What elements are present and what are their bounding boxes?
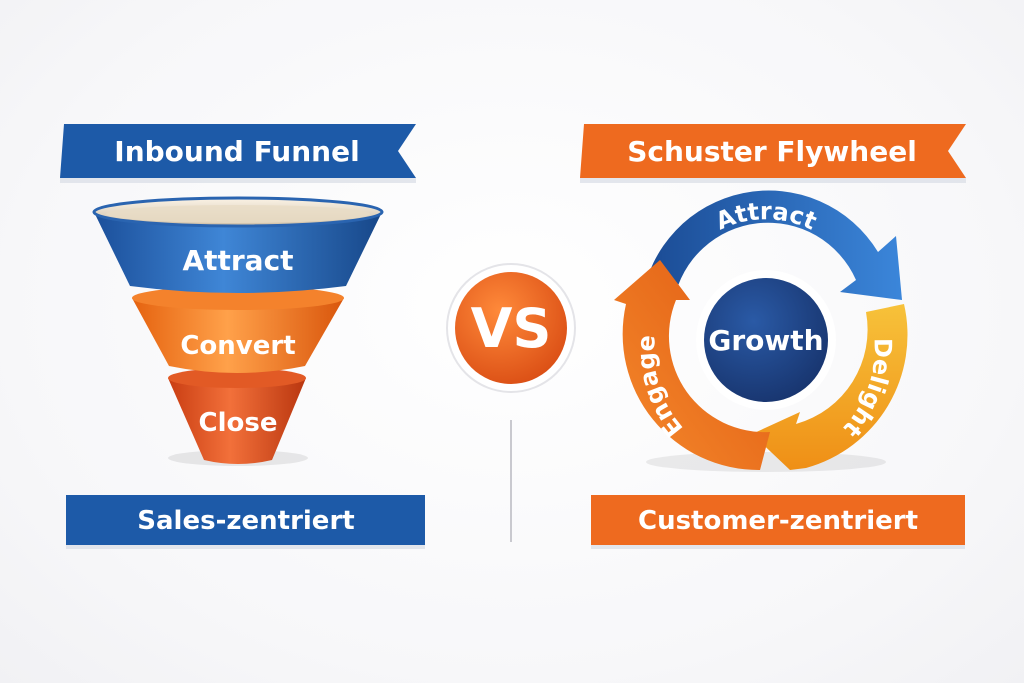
funnel-label-convert: Convert: [180, 331, 295, 361]
vs-badge: [455, 272, 567, 384]
sales-footer-label: Sales-zentriert: [137, 506, 354, 536]
flywheel-panel: Schuster Flywheel Growth Attract Delight: [580, 124, 966, 549]
funnel-label-attract: Attract: [182, 244, 293, 277]
flywheel-arc-delight: [752, 304, 908, 470]
vs-label: VS: [471, 297, 552, 360]
flywheel-graphic: Growth Attract Delight Engage: [614, 190, 908, 472]
funnel-stage-close: [168, 378, 306, 464]
flywheel-arc-engage: [614, 260, 770, 471]
funnel-label-close: Close: [199, 408, 278, 438]
funnel-stage-convert: [132, 298, 344, 373]
flywheel-hub-label: Growth: [708, 324, 823, 357]
flywheel-banner: Schuster Flywheel: [580, 124, 966, 183]
customer-footer-label: Customer-zentriert: [638, 506, 918, 536]
sales-footer-bar: Sales-zentriert: [66, 495, 425, 549]
inbound-funnel-banner: Inbound Funnel: [60, 124, 416, 183]
funnel-stage-attract: [94, 212, 382, 293]
customer-footer-bar: Customer-zentriert: [591, 495, 965, 549]
inbound-funnel-title: Inbound Funnel: [114, 135, 359, 168]
vs-divider: VS: [446, 263, 576, 542]
inbound-funnel-panel: Inbound Funnel Attract Convert Close Sal…: [60, 124, 425, 549]
flywheel-hub: [704, 278, 828, 402]
flywheel-arc-attract: [642, 190, 902, 300]
funnel-graphic: Attract Convert Close: [92, 196, 384, 466]
flywheel-title: Schuster Flywheel: [627, 135, 917, 168]
